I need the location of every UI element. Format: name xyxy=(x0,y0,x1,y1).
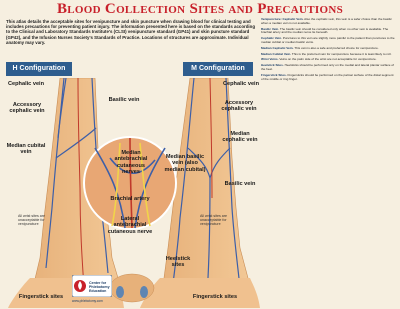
right-hand xyxy=(140,278,260,308)
note-wrist-right: All wrist sites are unacceptable for ven… xyxy=(200,214,227,227)
intro-text: This atlas details the acceptable sites … xyxy=(6,19,256,45)
p6-text: Veins on the palm side of the wrist are … xyxy=(279,57,377,62)
note-wrist-left: All wrist sites are unacceptable for ven… xyxy=(18,214,45,227)
label-median-cubital-vein: Median cubital vein xyxy=(6,143,46,156)
p8-text: Fingersticks should be performed on the … xyxy=(261,72,394,81)
m-configuration-header: M Configuration xyxy=(183,62,253,76)
label-cephalic-vein-left: Cephalic vein xyxy=(7,81,45,87)
center-logo xyxy=(72,275,112,297)
p7-heading: Heelstick Sites. xyxy=(261,63,284,68)
p7-text: Heelsticks should be performed only on t… xyxy=(261,63,394,71)
logo-text: Center for Phlebotomy Education xyxy=(89,281,110,294)
p3-text: Punctures to this vein are slightly more… xyxy=(261,36,395,44)
label-median-basilic-vein: Median basilic vein (also median cubital… xyxy=(164,154,206,173)
p2-text: The basilic vein should be considered on… xyxy=(261,26,389,35)
label-basilic-vein-left: Basilic vein xyxy=(108,97,140,103)
label-heelstick-sites: Heelstick sites xyxy=(165,256,191,269)
p5-heading: Median Cubital Vein. xyxy=(261,51,292,56)
p4-heading: Median Cephalic Vein. xyxy=(261,45,294,50)
website-link[interactable]: www.phlebotomy.com xyxy=(72,299,103,303)
p3-heading: Cephalic Vein. xyxy=(261,36,282,41)
right-arteries xyxy=(209,78,213,199)
right-veins xyxy=(171,78,241,294)
label-median-antebrachial: Median antebrachial cutaneous nerves xyxy=(114,150,148,176)
heelstick-site-lateral xyxy=(140,286,148,298)
p1-heading: Venipuncture: Cephalic Vein. xyxy=(261,17,304,21)
p2-heading: Basilic Vein. xyxy=(261,26,280,31)
label-lateral-antebrachial: Lateral antebrachial cutaneous nerve xyxy=(107,216,153,235)
p5-text: This is the preferred vein for venipunct… xyxy=(291,51,392,56)
page-title: Blood Collection Sites and Precautions xyxy=(56,1,343,17)
p1-text: Also the cephalic vein, this vein is a s… xyxy=(261,17,392,25)
heel-illustration xyxy=(109,273,155,303)
label-cephalic-vein-right: Cephalic vein xyxy=(222,81,260,87)
label-accessory-cephalic-right: Accessory cephalic vein xyxy=(221,100,257,113)
heelstick-site-medial xyxy=(116,286,124,298)
label-brachial-artery: Brachial artery xyxy=(110,196,150,202)
label-fingerstick-right: Fingerstick sites xyxy=(192,294,238,300)
h-configuration-header: H Configuration xyxy=(6,62,72,76)
p8-heading: Fingerstick Sites. xyxy=(261,72,287,77)
inset-vessels xyxy=(94,137,166,229)
label-median-cephalic-vein: Median cephalic vein xyxy=(222,131,258,144)
label-accessory-cephalic-left: Accessory cephalic vein xyxy=(9,102,45,115)
label-fingerstick-left: Fingerstick sites xyxy=(18,294,64,300)
label-basilic-vein-right: Basilic vein xyxy=(224,181,256,187)
p4-text: This vein is also a safe and preferred c… xyxy=(294,45,379,50)
p6-heading: Wrist Veins. xyxy=(261,57,279,62)
precautions-column: Venipuncture: Cephalic Vein. Also the ce… xyxy=(261,17,396,304)
left-arteries xyxy=(77,78,85,289)
